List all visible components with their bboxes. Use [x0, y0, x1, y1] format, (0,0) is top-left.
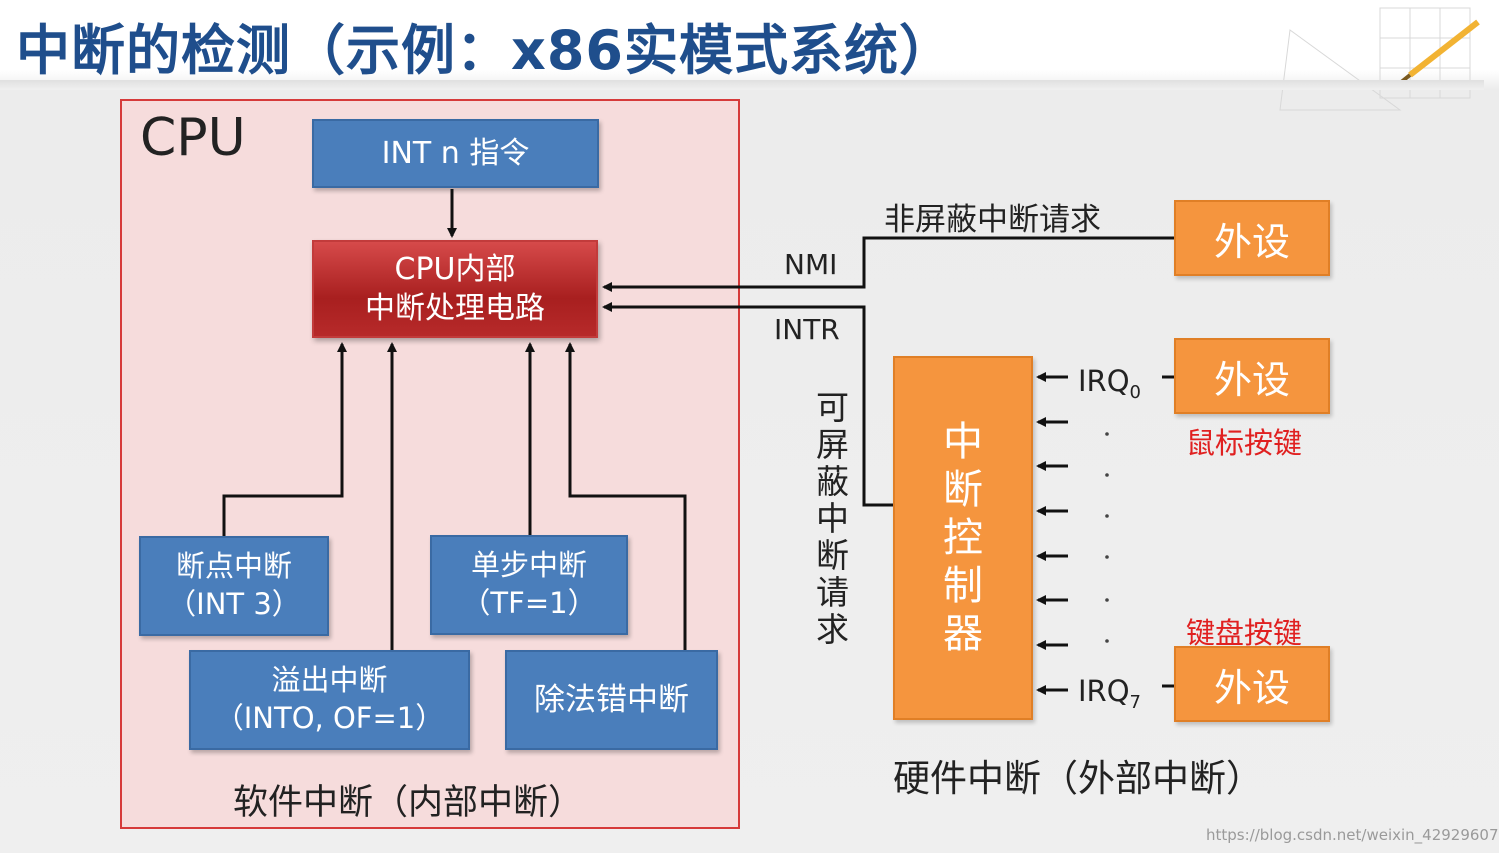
controller-char: 器	[943, 611, 983, 657]
masked-char: 可	[816, 388, 849, 427]
device-irq7-label: 外设	[1213, 665, 1290, 710]
divide-error-label: 除法错中断	[534, 681, 689, 718]
irq0-subscript: 0	[1129, 381, 1141, 403]
masked-char: 断	[816, 535, 849, 575]
controller-char: 断	[943, 467, 983, 513]
overflow-interrupt-block: 溢出中断 （INTO, OF=1）	[189, 650, 470, 750]
device-nmi-label: 外设	[1213, 219, 1290, 264]
overflow-line-1: 溢出中断	[271, 663, 388, 698]
masked-char: 屏	[816, 424, 849, 464]
divide-error-arrow	[565, 342, 687, 650]
breakpoint-arrow	[222, 342, 347, 536]
device-irq0-label: 外设	[1213, 357, 1290, 402]
ellipsis-dots	[1105, 432, 1109, 643]
controller-char: 制	[943, 563, 983, 609]
device-irq0-block: 外设	[1174, 338, 1330, 414]
keyboard-key-annotation: 键盘按键	[1186, 616, 1303, 650]
controller-char: 中	[943, 419, 983, 465]
maskable-request-label: 可 屏 蔽 中 断 请 求	[816, 388, 849, 649]
irq0-text: IRQ	[1078, 364, 1130, 398]
cpu-label: CPU	[140, 108, 246, 168]
single-step-interrupt-block: 单步中断 （TF=1）	[430, 535, 628, 635]
cpu-interrupt-circuit-block: CPU内部 中断处理电路	[312, 240, 598, 338]
masked-char: 请	[816, 572, 849, 612]
title-divider	[0, 80, 1484, 90]
breakpoint-line-2: （INT 3）	[167, 587, 301, 621]
device-irq7-block: 外设	[1174, 646, 1330, 722]
irq0-label: IRQ0	[1078, 364, 1141, 403]
nmi-request-label: 非屏蔽中断请求	[884, 202, 1101, 238]
nmi-arrow	[602, 236, 1174, 292]
device-nmi-block: 外设	[1174, 200, 1330, 276]
mouse-key-annotation: 鼠标按键	[1186, 426, 1303, 460]
masked-char: 求	[816, 609, 849, 649]
int-n-instruction-block: INT n 指令	[312, 119, 599, 188]
irq7-label: IRQ7	[1078, 674, 1141, 713]
int-n-label: INT n 指令	[381, 136, 530, 171]
interrupt-controller-block: 中 断 控 制 器	[893, 356, 1033, 720]
masked-char: 蔽	[816, 461, 849, 501]
breakpoint-interrupt-block: 断点中断 （INT 3）	[139, 536, 329, 636]
overflow-line-2: （INTO, OF=1）	[214, 701, 445, 735]
core-line-2: 中断处理电路	[365, 291, 545, 326]
core-line-1: CPU内部	[394, 252, 516, 287]
watermark-url: https://blog.csdn.net/weixin_42929607	[1206, 826, 1499, 844]
intr-arrow	[602, 302, 893, 507]
masked-char: 中	[816, 498, 849, 538]
intr-label: INTR	[774, 313, 840, 346]
controller-char: 控	[943, 515, 983, 561]
irq7-text: IRQ	[1078, 674, 1130, 708]
page-title: 中断的检测（示例：x86实模式系统）	[16, 19, 954, 82]
breakpoint-line-1: 断点中断	[175, 549, 292, 584]
software-interrupt-caption: 软件中断（内部中断）	[233, 783, 584, 823]
nmi-label: NMI	[784, 248, 838, 281]
singlestep-line-1: 单步中断	[470, 548, 587, 583]
hardware-interrupt-caption: 硬件中断（外部中断）	[893, 757, 1263, 800]
singlestep-line-2: （TF=1）	[461, 586, 597, 620]
irq7-subscript: 7	[1129, 691, 1141, 713]
divide-error-interrupt-block: 除法错中断	[505, 650, 718, 750]
